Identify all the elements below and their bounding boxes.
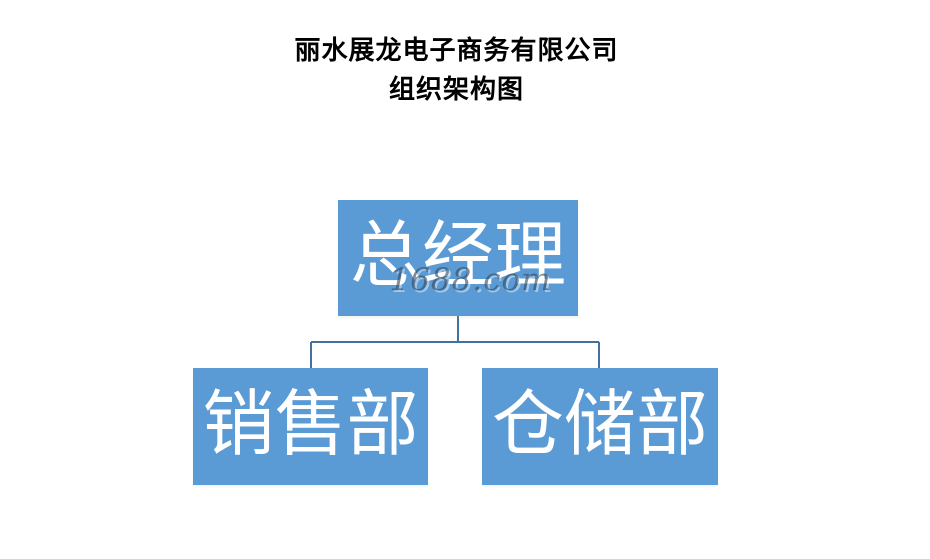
chart-subtitle: 组织架构图 bbox=[388, 75, 524, 105]
page-title: 丽水展龙电子商务有限公司 组织架构图 bbox=[0, 32, 913, 110]
org-node-sales-dept-label: 销售部 bbox=[202, 381, 419, 466]
org-node-warehouse-dept: 仓储部 bbox=[482, 368, 718, 485]
company-name-title: 丽水展龙电子商务有限公司 bbox=[294, 36, 619, 66]
org-node-general-manager: 总经理 bbox=[338, 200, 578, 316]
org-node-general-manager-label: 总经理 bbox=[349, 213, 566, 297]
org-node-warehouse-dept-label: 仓储部 bbox=[491, 381, 708, 466]
org-connector-path bbox=[310, 316, 600, 368]
org-node-sales-dept: 销售部 bbox=[193, 368, 428, 485]
